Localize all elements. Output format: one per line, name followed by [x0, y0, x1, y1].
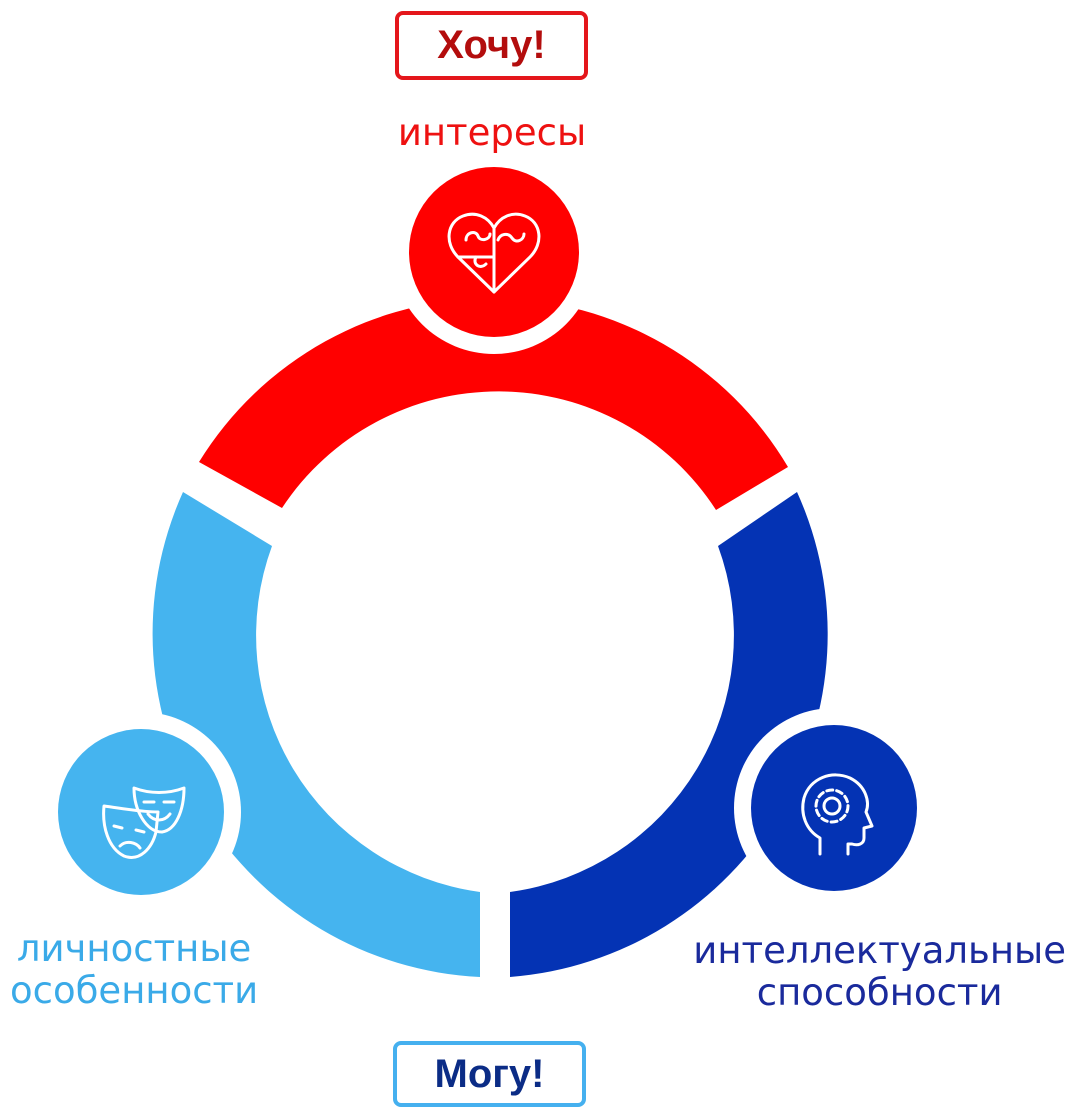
can-tag: Могу! — [393, 1041, 586, 1107]
segment-interests — [199, 298, 788, 510]
head-gear-icon — [801, 773, 874, 856]
theater-masks-icon — [102, 786, 186, 859]
intellect-label: интеллектуальные способности — [693, 930, 1066, 1014]
want-tag: Хочу! — [395, 11, 588, 80]
intellect-label-line1: интеллектуальные — [693, 929, 1066, 972]
interests-label: интересы — [397, 111, 587, 154]
segment-personal — [152, 492, 480, 977]
personal-label-line2: особенности — [10, 969, 259, 1012]
segment-intellect — [510, 492, 828, 977]
personal-label: личностные особенности — [10, 928, 258, 1012]
personal-label-line1: личностные — [16, 927, 252, 970]
puzzle-heart-icon — [447, 212, 541, 294]
intellect-label-line2: способности — [756, 971, 1003, 1014]
